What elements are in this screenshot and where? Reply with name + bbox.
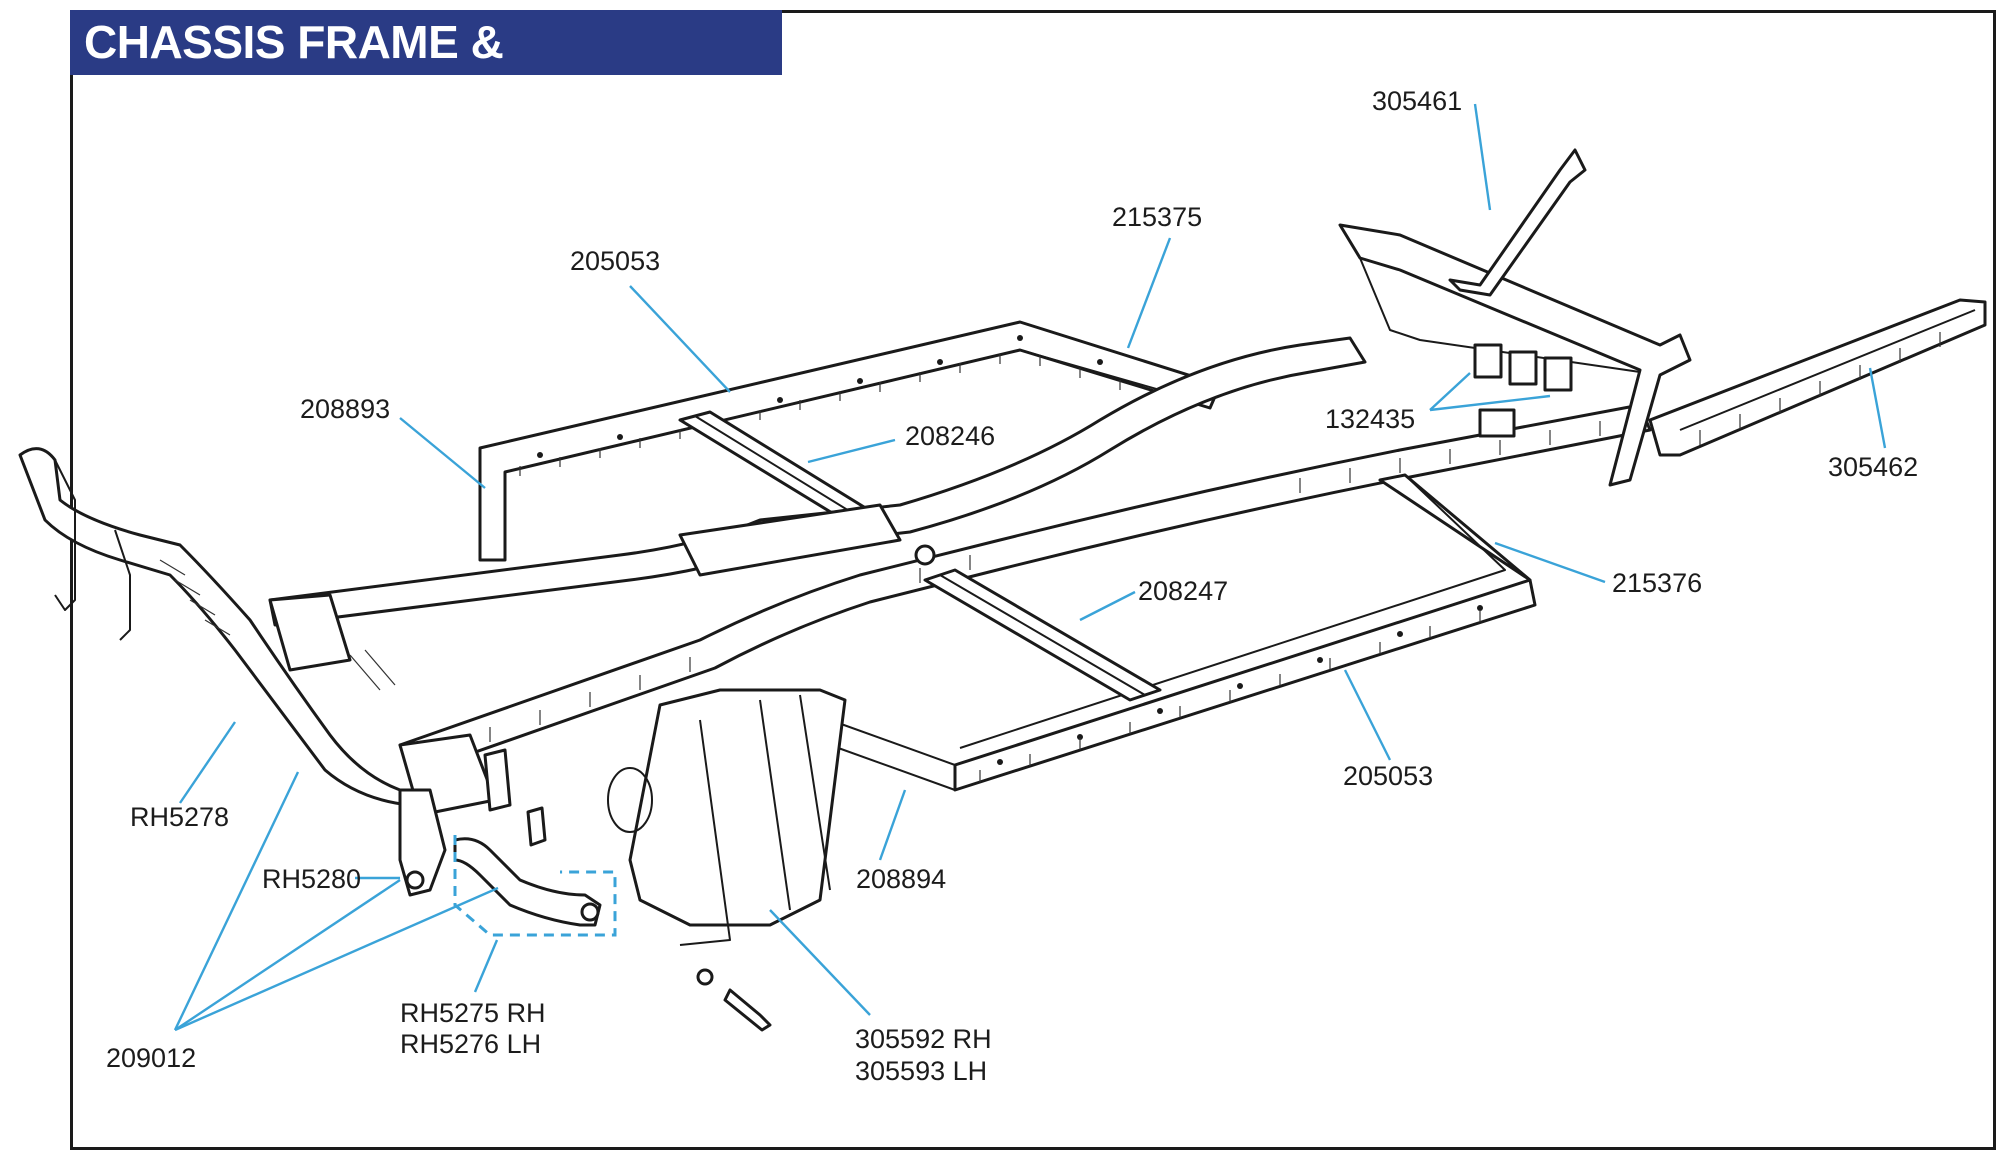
rear-tower-305461 (1448, 148, 1587, 297)
leader-215376 (1494, 541, 1606, 584)
bolt-hardware (696, 968, 772, 1032)
label-215375: 215375 (1112, 202, 1202, 232)
label-132435: 132435 (1325, 404, 1415, 434)
cross-member-208246-edge (694, 415, 873, 526)
front-turret-inner-3 (799, 694, 831, 891)
part-labels: 305461 215375 205053 208893 208246 13243… (106, 86, 1918, 1086)
highlight-box-rh5275 (453, 835, 617, 937)
rear-cross-frame (1338, 223, 1692, 487)
diagram-frame (70, 10, 1996, 1150)
label-205053-top: 205053 (570, 246, 660, 276)
leader-lines (173, 103, 1887, 1032)
front-outrigger-bracket-left (54, 459, 76, 611)
diff-mount-blocks (1473, 343, 1573, 438)
label-205053-bottom: 205053 (1343, 761, 1433, 791)
front-turret-inner-1 (679, 719, 731, 946)
upper-bracket (483, 748, 512, 812)
label-215376: 215376 (1612, 568, 1702, 598)
label-208894: 208894 (856, 864, 946, 894)
outrigger-rh5275 (453, 837, 602, 927)
leader-rh5278 (179, 721, 236, 804)
rear-spine-hatching (1699, 332, 1941, 445)
outrigger-lower-inner (959, 474, 1506, 749)
front-crossbeam-hatching (159, 559, 396, 691)
leader-208893 (399, 417, 486, 489)
center-pivot-hole (914, 544, 936, 566)
lower-right-rail-hatching (979, 610, 1481, 782)
label-209012: 209012 (106, 1043, 196, 1073)
outrigger-rh5275-hole (580, 902, 600, 922)
leader-305462 (1868, 367, 1887, 449)
front-turret-hole (607, 767, 653, 833)
rear-spine-edge (1679, 309, 1976, 431)
leader-209012-c (174, 886, 499, 1032)
leader-305461 (1473, 103, 1492, 211)
leader-305592 (769, 909, 871, 1016)
lower-rail-holes (997, 605, 1483, 765)
front-crossbeam (268, 593, 352, 672)
label-305461: 305461 (1372, 86, 1462, 116)
outrigger-lower-front-rail (829, 719, 956, 791)
label-208246: 208246 (905, 421, 995, 451)
leader-205053-top (629, 285, 731, 393)
leader-rh5275 (473, 939, 499, 993)
front-outrigger-bracket-mid (114, 529, 131, 641)
rear-spine-305462 (1648, 298, 1987, 457)
label-305592: 305592 RH (855, 1024, 992, 1054)
bracket-rh5280 (398, 788, 447, 897)
label-rh5280: RH5280 (262, 864, 361, 894)
chassis-line-art (18, 148, 1987, 1032)
label-208247: 208247 (1138, 576, 1228, 606)
leader-208894 (878, 789, 907, 861)
small-plate (526, 806, 547, 847)
leader-132435-b (1429, 394, 1551, 412)
label-rh5278: RH5278 (130, 802, 229, 832)
leader-215375 (1126, 237, 1172, 349)
front-turret-inner-2 (759, 699, 791, 911)
leader-132435 (1429, 372, 1471, 411)
outrigger-upper-inner-edge (504, 349, 1196, 473)
label-rh5275: RH5275 RH (400, 998, 546, 1028)
page-title: CHASSIS FRAME & OUTRIGGERS (70, 10, 782, 133)
leader-208247 (1079, 590, 1136, 622)
label-305593: 305593 LH (855, 1056, 987, 1086)
leader-205053-bottom (1343, 669, 1392, 761)
cross-member-208247-edge (939, 574, 1146, 696)
leader-209012-a (173, 771, 300, 1031)
label-rh5276: RH5276 LH (400, 1029, 541, 1059)
bracket-rh5280-hole (405, 870, 425, 890)
leader-208246 (807, 438, 896, 464)
front-turret-305592 (628, 688, 847, 927)
label-305462: 305462 (1828, 452, 1918, 482)
leader-209012-b (174, 879, 401, 1031)
center-pivot-plate (678, 503, 902, 577)
label-208893: 208893 (300, 394, 390, 424)
